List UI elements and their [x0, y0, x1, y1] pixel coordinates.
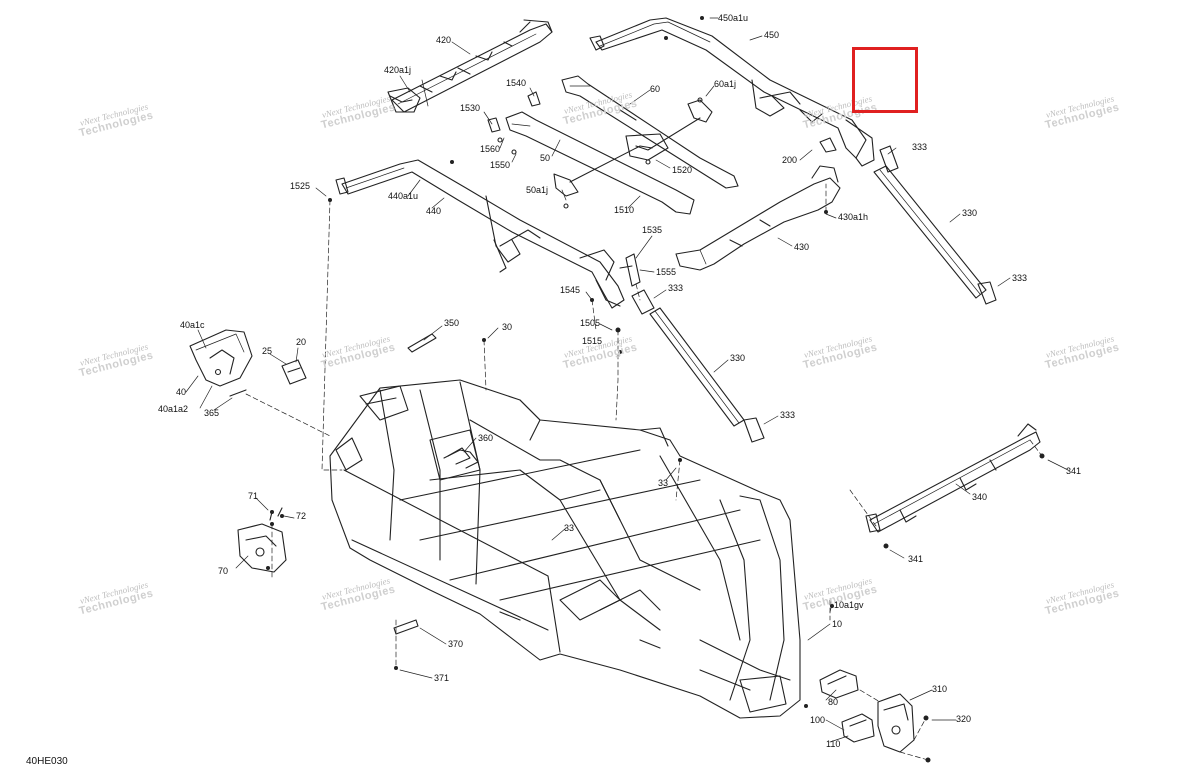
part-label-320: 320 [956, 714, 972, 724]
part-label-330-b: 330 [730, 353, 746, 363]
part-340-tube [865, 423, 1041, 533]
part-label-340: 340 [972, 492, 988, 502]
part-label-50a1j: 50a1j [526, 185, 549, 195]
part-label-1505: 1505 [580, 318, 601, 328]
part-label-420a1j: 420a1j [384, 65, 412, 75]
part-label-430a1h: 430a1h [838, 212, 869, 222]
part-label-30: 30 [502, 322, 513, 332]
part-label-333-c: 333 [1012, 273, 1028, 283]
part-label-110: 110 [826, 739, 841, 749]
part-365-bolt [229, 389, 247, 397]
highlight-box [852, 47, 918, 113]
leader-lines [185, 17, 1069, 743]
part-70-bracket [237, 507, 287, 573]
part-label-60a1j: 60a1j [714, 79, 737, 89]
part-100-110-bracket [841, 713, 875, 743]
part-label-333-a: 333 [912, 142, 928, 152]
part-label-1560: 1560 [480, 144, 501, 154]
part-200 [819, 137, 837, 153]
part-label-1525: 1525 [290, 181, 311, 191]
part-label-350: 350 [444, 318, 460, 328]
part-label-33-a: 33 [564, 523, 575, 533]
part-label-71: 71 [248, 491, 259, 501]
part-310-bracket [877, 693, 915, 753]
part-label-40a1a2: 40a1a2 [158, 404, 189, 414]
part-label-1510: 1510 [614, 205, 635, 215]
part-370 [393, 619, 419, 635]
part-label-100: 100 [810, 715, 826, 725]
part-label-430: 430 [794, 242, 810, 252]
part-label-1545: 1545 [560, 285, 581, 295]
part-label-1530: 1530 [460, 103, 481, 113]
part-label-360: 360 [478, 433, 494, 443]
assembly-lines [245, 183, 1043, 761]
part-label-80: 80 [828, 697, 839, 707]
part-label-341-a: 341 [1066, 466, 1082, 476]
part-label-333-d: 333 [780, 410, 796, 420]
drawing-code: 40HE030 [26, 756, 68, 767]
part-label-440a1u: 440a1u [388, 191, 419, 201]
part-20-25 [281, 359, 307, 385]
part-label-60: 60 [650, 84, 661, 94]
part-440-rollbar [335, 159, 625, 309]
part-430-tube [675, 165, 841, 271]
part-label-365: 365 [204, 408, 220, 418]
part-label-70: 70 [218, 566, 229, 576]
small-hardware-top [487, 91, 703, 209]
part-label-72: 72 [296, 511, 307, 521]
part-label-25: 25 [262, 346, 273, 356]
part-label-1550: 1550 [490, 160, 511, 170]
part-label-330-a: 330 [962, 208, 978, 218]
part-10-main-frame [329, 379, 801, 719]
part-label-1535: 1535 [642, 225, 663, 235]
part-label-10a1gv: 10a1gv [834, 600, 864, 610]
part-40-bracket [189, 329, 253, 387]
part-80-bracket [819, 669, 859, 699]
part-420-tube [387, 19, 553, 113]
part-label-370: 370 [448, 639, 464, 649]
part-label-33-b: 33 [658, 478, 669, 488]
part-label-1555: 1555 [656, 267, 677, 277]
part-label-40: 40 [176, 387, 187, 397]
part-450-rollbar [589, 17, 875, 167]
part-label-450a1u: 450a1u [718, 13, 749, 23]
part-label-1520: 1520 [672, 165, 693, 175]
part-label-1540: 1540 [506, 78, 527, 88]
part-label-40a1c: 40a1c [180, 320, 205, 330]
part-label-341-b: 341 [908, 554, 924, 564]
part-350-link [407, 333, 437, 353]
part-1535-clamp [619, 253, 641, 287]
part-label-420: 420 [436, 35, 452, 45]
part-330-strut-right [873, 145, 997, 305]
part-label-20: 20 [296, 337, 307, 347]
part-label-450: 450 [764, 30, 780, 40]
part-label-310: 310 [932, 684, 948, 694]
part-label-371: 371 [434, 673, 450, 683]
part-label-200: 200 [782, 155, 798, 165]
part-330-strut-center [631, 289, 765, 443]
part-label-333-b: 333 [668, 283, 684, 293]
part-label-10: 10 [832, 619, 843, 629]
part-label-440: 440 [426, 206, 442, 216]
part-360-link [443, 449, 479, 469]
part-50-tube [505, 111, 695, 215]
part-label-50: 50 [540, 153, 551, 163]
part-label-1515: 1515 [582, 336, 603, 346]
